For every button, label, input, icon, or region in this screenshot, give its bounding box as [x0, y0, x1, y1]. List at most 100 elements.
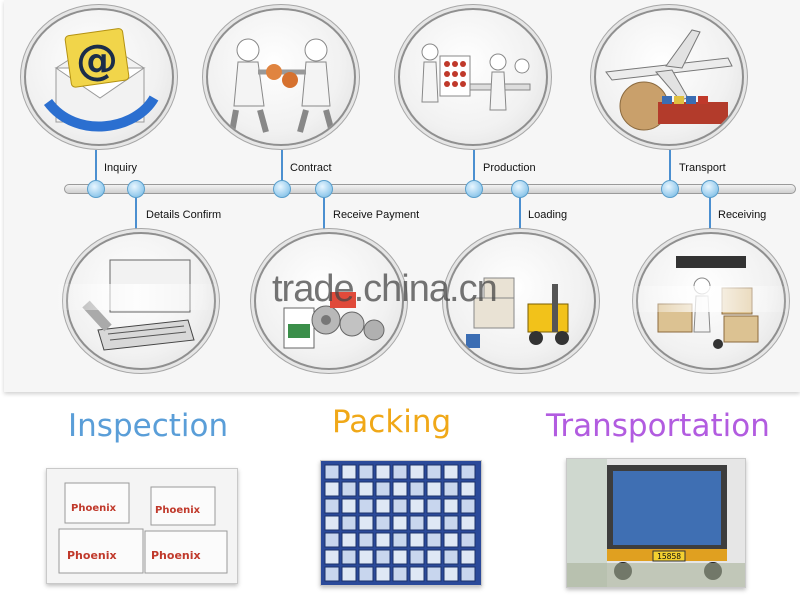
- email-icon: @: [26, 10, 172, 144]
- packed-box: [427, 499, 441, 513]
- packed-box: [427, 465, 441, 479]
- packed-box: [376, 567, 390, 581]
- inspection-photo: Phoenix Phoenix Phoenix Phoenix: [46, 468, 238, 584]
- packed-box: [359, 516, 373, 530]
- packed-box: [325, 482, 339, 496]
- transportation-photo: 15858: [566, 458, 746, 588]
- packed-box: [325, 516, 339, 530]
- timeline-node: [661, 180, 679, 198]
- packed-box: [376, 550, 390, 564]
- packed-box: [427, 550, 441, 564]
- section-title-packing: Packing: [332, 404, 451, 440]
- step-label-transport: Transport: [679, 162, 726, 174]
- packed-box: [393, 567, 407, 581]
- timeline-node: [273, 180, 291, 198]
- step-label-production: Production: [483, 162, 536, 174]
- transport-illustration: [594, 8, 744, 146]
- packed-box: [376, 516, 390, 530]
- packed-box: [342, 499, 356, 513]
- packed-box: [376, 482, 390, 496]
- step-label-receive-payment: Receive Payment: [333, 209, 419, 221]
- battery-brand-label: Phoenix: [71, 503, 117, 514]
- blur-band: [624, 286, 794, 312]
- packed-box: [359, 550, 373, 564]
- packed-box: [444, 550, 458, 564]
- packed-box: [359, 465, 373, 479]
- packed-box: [376, 533, 390, 547]
- stem-receive-payment: [323, 194, 325, 230]
- packed-box: [393, 550, 407, 564]
- packed-box: [410, 567, 424, 581]
- packed-box: [325, 533, 339, 547]
- packed-box: [444, 567, 458, 581]
- inquiry-illustration: @: [24, 8, 174, 146]
- packed-box: [461, 533, 475, 547]
- timeline-node: [701, 180, 719, 198]
- step-label-receiving: Receiving: [718, 209, 766, 221]
- packed-box: [461, 550, 475, 564]
- packed-box: [410, 516, 424, 530]
- production-icon: [400, 10, 546, 144]
- watermark-text: trade.china.cn: [272, 268, 497, 311]
- packed-box: [461, 499, 475, 513]
- packed-box: [461, 465, 475, 479]
- packed-box: [359, 567, 373, 581]
- production-illustration: [398, 8, 548, 146]
- packed-box: [342, 465, 356, 479]
- stem-receiving: [709, 194, 711, 230]
- packed-box: [342, 567, 356, 581]
- packed-box: [359, 482, 373, 496]
- packed-box: [444, 516, 458, 530]
- section-title-inspection: Inspection: [68, 408, 228, 444]
- airplane-ship-icon: [596, 10, 742, 144]
- packed-box: [359, 499, 373, 513]
- packed-box: [461, 516, 475, 530]
- timeline-node: [465, 180, 483, 198]
- packed-box: [410, 550, 424, 564]
- battery-brand-label: Phoenix: [155, 505, 201, 516]
- step-label-contract: Contract: [290, 162, 332, 174]
- packed-box: [376, 465, 390, 479]
- packed-box: [393, 516, 407, 530]
- blur-band: [52, 284, 222, 310]
- packed-box: [410, 499, 424, 513]
- truck-plate: 15858: [657, 552, 681, 561]
- packed-box: [393, 465, 407, 479]
- packed-box: [393, 482, 407, 496]
- stem-loading: [519, 194, 521, 230]
- contract-illustration: [206, 8, 356, 146]
- timeline-node: [127, 180, 145, 198]
- stem-details-confirm: [135, 194, 137, 230]
- packed-box: [461, 482, 475, 496]
- packed-box: [444, 499, 458, 513]
- handshake-icon: [208, 10, 354, 144]
- svg-text:@: @: [76, 35, 118, 84]
- packed-box: [393, 499, 407, 513]
- packed-box: [342, 533, 356, 547]
- packed-box: [410, 533, 424, 547]
- timeline-node: [87, 180, 105, 198]
- packed-box: [342, 482, 356, 496]
- section-title-transportation: Transportation: [546, 408, 770, 444]
- packing-photo: [320, 460, 482, 586]
- step-label-details-confirm: Details Confirm: [146, 209, 221, 221]
- timeline-bar: [64, 184, 796, 194]
- step-label-loading: Loading: [528, 209, 567, 221]
- packed-box: [325, 499, 339, 513]
- timeline-node: [511, 180, 529, 198]
- packed-box: [461, 567, 475, 581]
- packed-box: [444, 465, 458, 479]
- packed-box: [325, 550, 339, 564]
- packed-box: [444, 482, 458, 496]
- battery-brand-label: Phoenix: [151, 549, 201, 562]
- packed-box: [410, 482, 424, 496]
- packed-box: [393, 533, 407, 547]
- packed-box: [427, 516, 441, 530]
- packed-box: [427, 533, 441, 547]
- packed-box: [342, 516, 356, 530]
- timeline-node: [315, 180, 333, 198]
- packed-box: [427, 567, 441, 581]
- packed-box: [427, 482, 441, 496]
- packed-box: [410, 465, 424, 479]
- packed-box: [444, 533, 458, 547]
